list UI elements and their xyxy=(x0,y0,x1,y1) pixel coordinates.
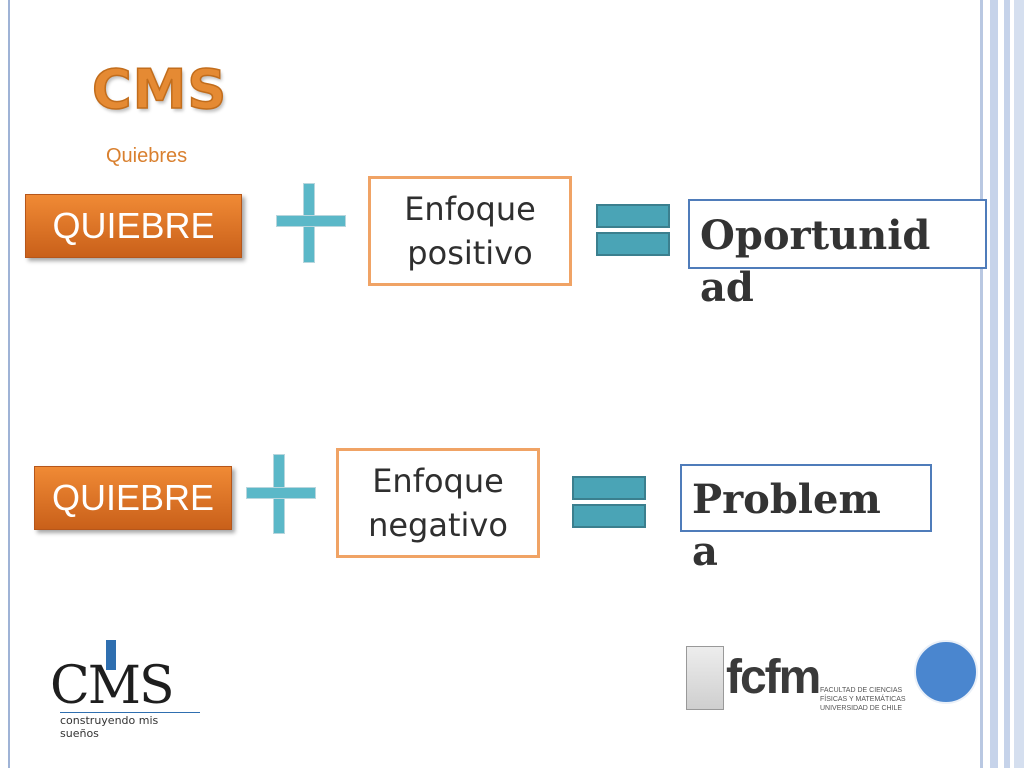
fcfm-logo: fcfm FACULTAD DE CIENCIAS FÍSICAS Y MATE… xyxy=(686,640,914,716)
person-figure-icon xyxy=(106,640,116,670)
enfoque-label-line2: negativo xyxy=(368,506,508,544)
enfoque-positivo-box: Enfoque positivo xyxy=(368,176,572,286)
enfoque-label-line1: Enfoque xyxy=(372,462,504,500)
result-box-oportunidad xyxy=(688,199,987,269)
enfoque-label-line1: Enfoque xyxy=(404,190,536,228)
result-box-problema xyxy=(680,464,932,532)
slide-title: CMS xyxy=(91,57,228,122)
slide-border-right xyxy=(1004,0,1010,768)
slide-border-right xyxy=(990,0,998,768)
result-text-oportunidad: Oportunidad xyxy=(700,212,931,311)
enfoque-label-line2: positivo xyxy=(407,234,533,272)
enfoque-negativo-box: Enfoque negativo xyxy=(336,448,540,558)
slide-border-right xyxy=(1014,0,1024,768)
fcfm-logo-text: fcfm xyxy=(726,651,821,704)
cms-logo-text: CMS xyxy=(50,656,175,716)
result-text-problema: Problema xyxy=(692,476,881,575)
cms-logo: CMS construyendo mis sueños xyxy=(50,640,200,740)
quiebre-box-2: QUIEBRE xyxy=(34,466,232,530)
cms-logo-tagline: construyendo mis sueños xyxy=(60,712,200,740)
decorative-circle xyxy=(914,640,978,704)
slide-border-right xyxy=(980,0,983,768)
plus-icon xyxy=(276,183,346,263)
quiebre-box-1: QUIEBRE xyxy=(25,194,242,258)
fcfm-logo-subtitle: FACULTAD DE CIENCIAS FÍSICAS Y MATEMÁTIC… xyxy=(820,687,906,712)
slide-border-left xyxy=(8,0,10,768)
slide-subtitle: Quiebres xyxy=(106,145,188,167)
university-seal-icon xyxy=(686,646,724,710)
plus-icon xyxy=(246,454,316,534)
